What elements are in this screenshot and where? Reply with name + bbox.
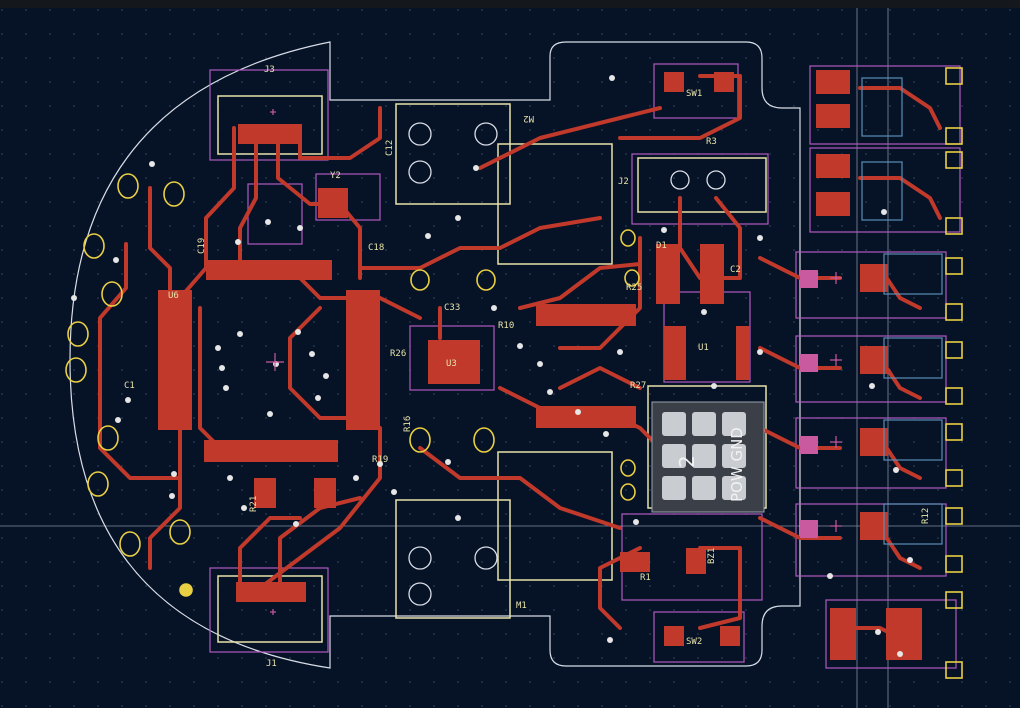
footprint-origins [266,109,842,615]
r19-label: R19 [372,455,388,465]
j2-label: J2 [618,177,629,187]
r25-label: R25 [626,283,642,293]
r27-label: R27 [630,381,646,391]
power-block-number: 2 [675,455,699,468]
board-outline [69,41,801,669]
power-block-label: POW GND 2 [675,427,746,502]
u1-label: U1 [698,343,709,353]
u3-label: U3 [446,359,457,369]
d1-label: D1 [656,241,667,251]
m2-label: M2 [523,113,534,123]
r1-label: R1 [640,573,651,583]
c12-label: C12 [385,140,395,156]
y2-label: Y2 [330,171,341,181]
window-top-strip [0,0,1020,8]
c33-label: C33 [444,303,460,313]
m1-label: M1 [516,601,527,611]
r16-label: R16 [403,416,413,432]
through-hole-pads [65,67,963,679]
sw1-label: SW1 [686,89,702,99]
pcb-layout-view[interactable]: J3 J1 J2 M1 M2 SW1 SW2 U1 U3 U6 Y2 C1 C2… [0,8,1020,708]
c1-label: C1 [124,381,135,391]
vias [71,75,913,657]
back-layer-outlines [861,77,943,545]
r21-label: R21 [249,496,259,512]
back-pads [800,270,818,538]
pow-gnd-text: POW GND [728,427,746,502]
c2-label: C2 [730,265,741,275]
r12-label: R12 [921,508,931,524]
sw2-label: SW2 [686,637,702,647]
r3-label: R3 [706,137,717,147]
c18-label: C18 [368,243,384,253]
j3-label: J3 [264,65,275,75]
reference-labels: J3 J1 J2 M1 M2 SW1 SW2 U1 U3 U6 Y2 C1 C2… [124,65,931,669]
r10-label: R10 [498,321,514,331]
component-courtyards [209,63,961,669]
mounting-holes [408,122,726,606]
r26-label: R26 [390,349,406,359]
c19-label: C19 [197,238,207,254]
u6-label: U6 [168,291,179,301]
bz1-label: BZ1 [707,548,717,564]
j1-label: J1 [266,659,277,669]
power-pads [651,401,765,513]
smd-pads [158,70,922,660]
